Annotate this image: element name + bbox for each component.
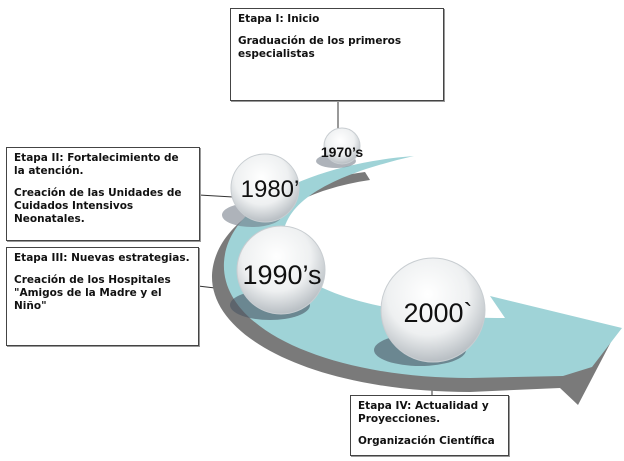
stage-4-box: Etapa IV: Actualidad y Proyecciones. Org… [350, 395, 509, 456]
stage-description: Creación de los Hospitales "Amigos de la… [14, 274, 171, 312]
stage-title: Etapa I: Inicio [238, 13, 320, 25]
stage-title: Etapa III: Nuevas estrategias. [14, 252, 190, 264]
period-marker-1970s: 1970’s [321, 127, 364, 165]
stage-2-box: Etapa II: Fortalecimiento de la atención… [6, 147, 200, 241]
period-label: 1980’ [241, 176, 300, 203]
stage-description: Creación de las Unidades de Cuidados Int… [14, 187, 182, 225]
stage-3-box: Etapa III: Nuevas estrategias. Creación … [6, 247, 199, 346]
period-marker-1990s: 1990’s [236, 225, 326, 315]
stage-title: Etapa IV: Actualidad y Proyecciones. [358, 400, 489, 425]
stage-1-box: Etapa I: Inicio Graduación de los primer… [230, 8, 444, 101]
arrow-body [223, 156, 622, 378]
stage-title: Etapa II: Fortalecimiento de la atención… [14, 152, 179, 177]
period-marker-1980: 1980’ [230, 153, 300, 223]
stage-description: Graduación de los primeros especialistas [238, 35, 402, 60]
period-label: 1990’s [242, 260, 321, 290]
period-marker-2000: 2000` [380, 257, 486, 363]
period-label: 2000` [403, 298, 472, 328]
connector-stage-2 [198, 194, 234, 198]
period-label: 1970’s [321, 144, 364, 160]
stage-description: Organización Científica [358, 435, 495, 447]
